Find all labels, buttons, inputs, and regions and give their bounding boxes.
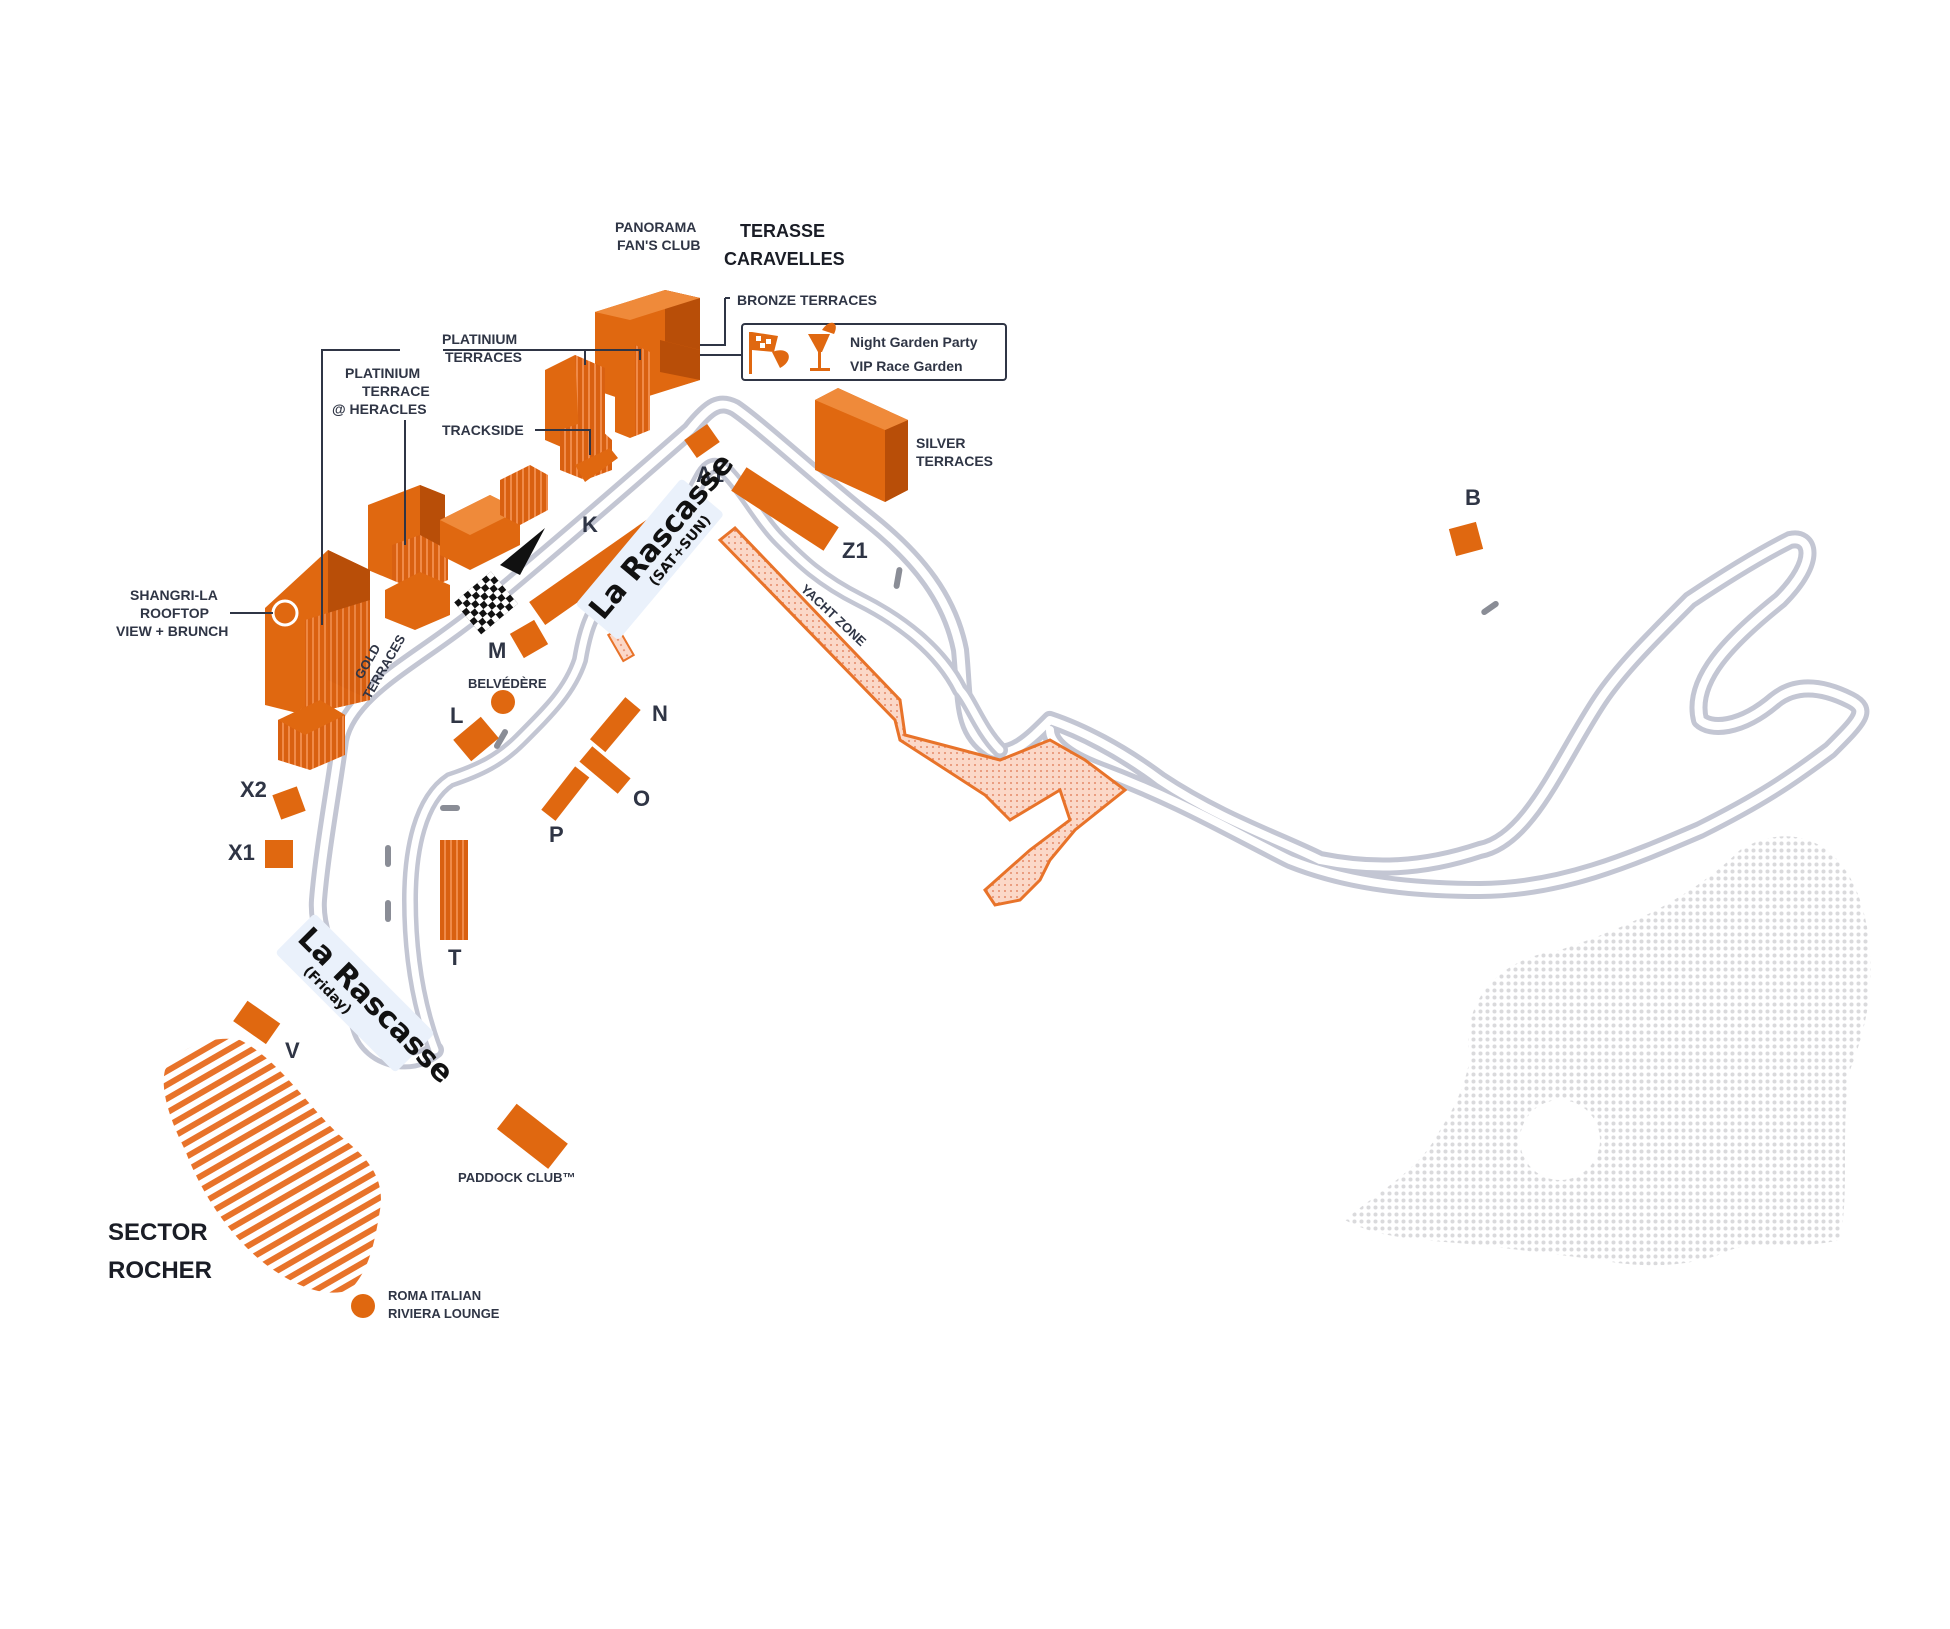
stand-k-label: K	[582, 512, 598, 537]
yacht-zone	[717, 525, 1128, 907]
stand-p-label: P	[549, 822, 564, 847]
stand-o[interactable]	[579, 746, 631, 794]
land-area	[1345, 836, 1871, 1266]
stand-t[interactable]	[440, 840, 468, 940]
stand-t-label: T	[448, 945, 462, 970]
stand-b-label: B	[1465, 485, 1481, 510]
stand-v-label: V	[285, 1038, 300, 1063]
night-garden-legend[interactable]: Night Garden Party VIP Race Garden	[741, 322, 1007, 381]
heracles-label-3: @ HERACLES	[332, 401, 427, 417]
terasse-label-2: CARAVELLES	[724, 249, 845, 269]
stand-a1-label: A1	[696, 462, 724, 487]
heracles-label-1: PLATINIUM	[345, 365, 420, 381]
shangri-la-label-1: SHANGRI-LA	[130, 587, 218, 603]
rascasse-friday-title: La Rascasse	[291, 921, 461, 1091]
trackside-label: TRACKSIDE	[442, 422, 524, 438]
leader-lines	[230, 297, 745, 625]
platinium-terraces-label-2: TERRACES	[445, 349, 522, 365]
stand-m-label: M	[488, 638, 506, 663]
platinium-heracles-building[interactable]	[368, 465, 548, 630]
stand-x2[interactable]	[272, 786, 306, 820]
stand-n-label: N	[652, 701, 668, 726]
rascasse-friday-callout[interactable]: La Rascasse (Friday)	[275, 913, 464, 1102]
heracles-label-2: TERRACE	[362, 383, 430, 399]
stand-b[interactable]	[1448, 521, 1484, 557]
sector-rocher-area[interactable]	[163, 1038, 381, 1293]
silver-label-1: SILVER	[916, 435, 966, 451]
stand-a1[interactable]	[684, 423, 720, 459]
shangri-la-building[interactable]	[265, 550, 370, 770]
roma-label-1: ROMA ITALIAN	[388, 1288, 481, 1303]
terasse-label-1: TERASSE	[740, 221, 825, 241]
silver-label-2: TERRACES	[916, 453, 993, 469]
shangri-la-label-2: ROOFTOP	[140, 605, 209, 621]
roma-label-2: RIVIERA LOUNGE	[388, 1306, 500, 1321]
belvedere-marker[interactable]	[491, 690, 515, 714]
land-clearing	[1520, 1100, 1600, 1180]
night-garden-label: Night Garden Party	[850, 334, 978, 350]
stand-p[interactable]	[541, 766, 590, 821]
cocktail-glass-icon	[808, 322, 836, 371]
start-arrow-icon	[500, 528, 545, 575]
curbs	[385, 567, 1499, 922]
panorama-label-1: PANORAMA	[615, 219, 696, 235]
sector-rocher-label-2: ROCHER	[108, 1257, 212, 1284]
rascasse-weekend-title: La Rascasse	[582, 447, 741, 627]
bronze-label: BRONZE TERRACES	[737, 292, 877, 308]
shangri-la-label-3: VIEW + BRUNCH	[116, 623, 228, 639]
stand-n[interactable]	[589, 697, 641, 753]
vip-race-garden-label: VIP Race Garden	[850, 358, 963, 374]
stand-x1-label: X1	[228, 840, 255, 865]
stand-v[interactable]	[233, 1000, 281, 1045]
chequered-start-icon	[454, 571, 518, 635]
stand-z1-label: Z1	[842, 538, 868, 563]
stand-x1[interactable]	[265, 840, 293, 868]
stand-l-label: L	[450, 703, 463, 728]
stand-z1[interactable]	[731, 467, 839, 551]
stand-m[interactable]	[509, 619, 549, 659]
panorama-label-2: FAN'S CLUB	[617, 237, 700, 253]
sector-rocher-label-1: SECTOR	[108, 1219, 208, 1246]
trackside-building[interactable]	[560, 420, 618, 482]
stand-x2-label: X2	[240, 777, 267, 802]
belvedere-label: BELVÉDÈRE	[468, 676, 547, 691]
silver-terraces-building[interactable]	[815, 388, 908, 502]
stand-l[interactable]	[453, 716, 499, 762]
paddock-label: PADDOCK CLUB™	[458, 1170, 575, 1185]
paddock-club-building[interactable]	[496, 1103, 568, 1169]
stand-o-label: O	[633, 786, 650, 811]
roma-lounge-marker[interactable]	[351, 1294, 375, 1318]
platinium-terraces-label-1: PLATINIUM	[442, 331, 517, 347]
checkered-flag-icon	[749, 332, 789, 374]
